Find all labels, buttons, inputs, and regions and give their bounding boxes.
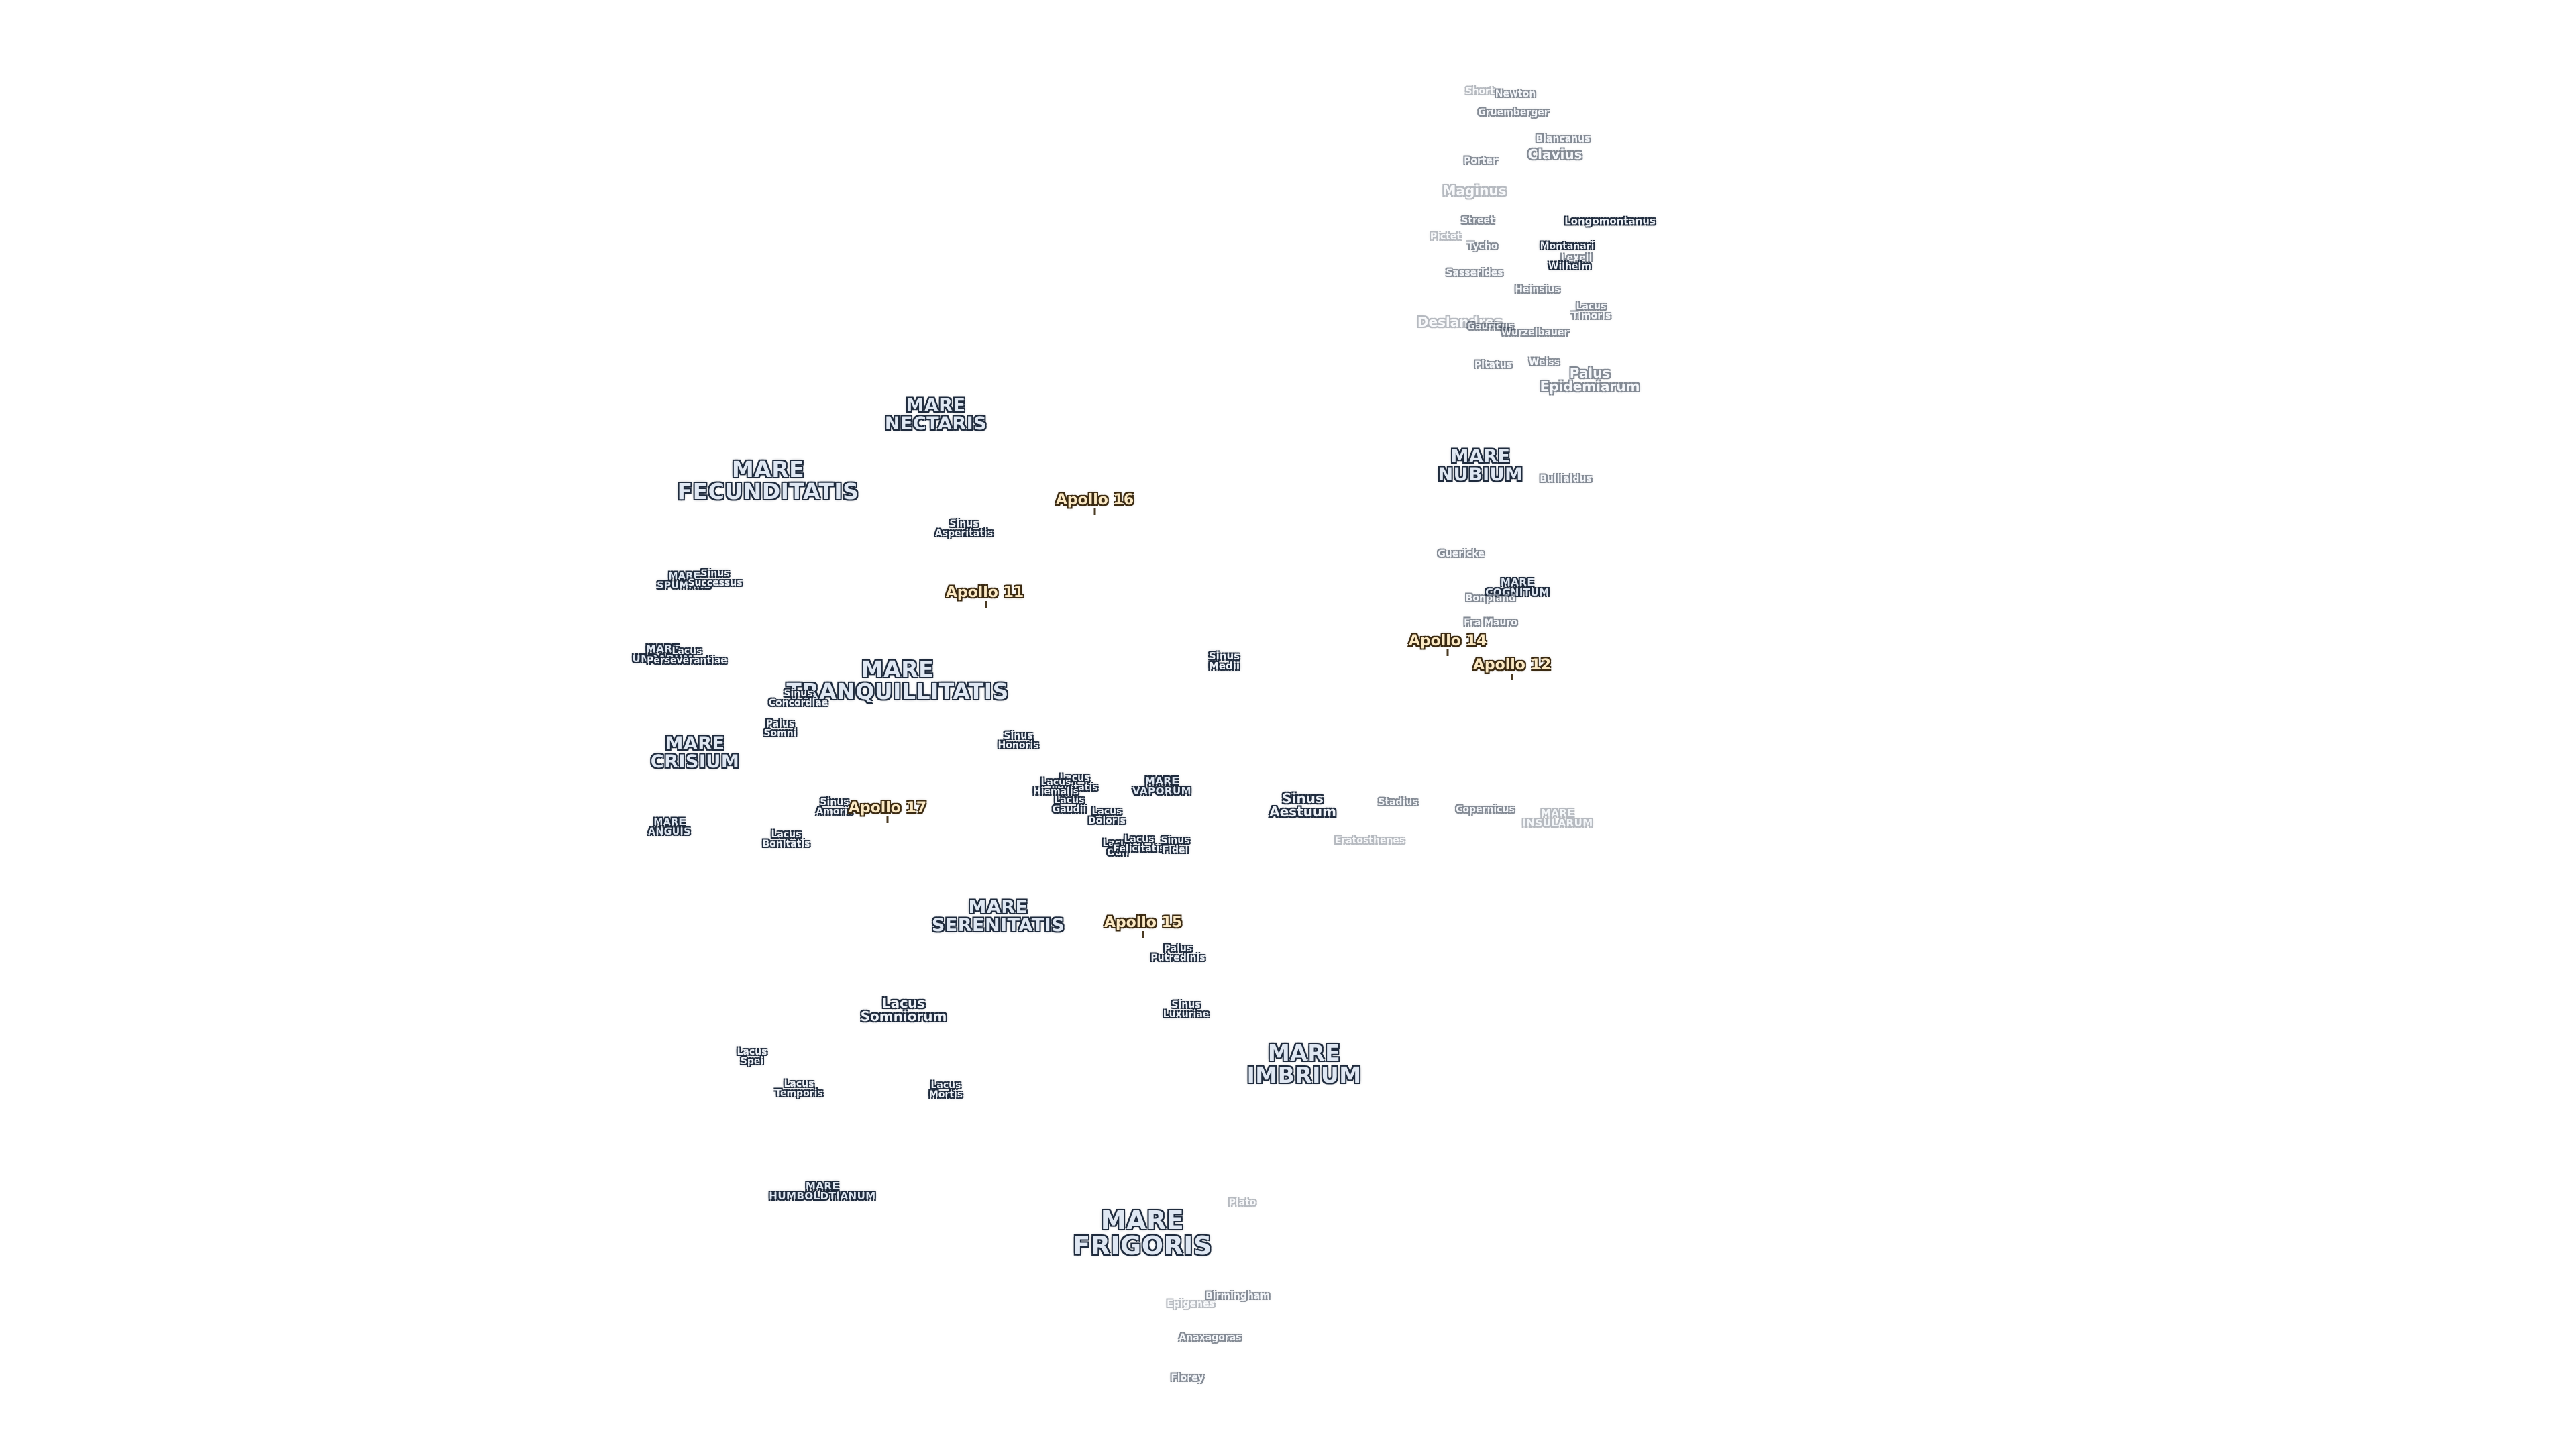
lacus-doloris-label: Lacus Doloris — [1088, 806, 1126, 826]
crater-epigenes-label: Epigenes — [1167, 1299, 1215, 1309]
crater-deslandres-label: Deslandres — [1417, 314, 1503, 330]
lacus-mortis-label: Lacus Mortis — [928, 1080, 963, 1100]
apollo-14-label[interactable]: Apollo 14 — [1408, 633, 1487, 649]
mare-anguis-label: MARE ANGUIS — [648, 817, 691, 837]
crater-guericke-label: Guericke — [1438, 549, 1485, 559]
crater-maginus-label: Maginus — [1442, 182, 1507, 199]
crater-short-label: Short — [1465, 86, 1495, 97]
crater-fra-mauro-label: Fra Mauro — [1464, 617, 1517, 628]
mare-imbrium-label: MARE IMBRIUM — [1246, 1040, 1362, 1088]
mare-crisium-label: MARE CRISIUM — [650, 733, 740, 772]
mare-serenitatis-label: MARE SERENITATIS — [931, 897, 1065, 936]
lacus-spei-label: Lacus Spei — [737, 1046, 767, 1067]
crater-gruemberger-label: Gruemberger — [1478, 107, 1549, 118]
crater-pitatus-label: Pitatus — [1474, 360, 1513, 370]
apollo-15-label[interactable]: Apollo 15 — [1104, 914, 1183, 931]
lacus-gaudii-label: Lacus Gaudii — [1052, 795, 1087, 815]
mare-nectaris-label: MARE NECTARIS — [884, 395, 987, 434]
lacus-odii-label: Lacus Odii — [1102, 838, 1133, 858]
crater-bullialdus-label: Bullialdus — [1540, 474, 1592, 484]
lacus-perseverantiae-label: Lacus Perseverantiae — [647, 646, 727, 666]
sinus-luxuriae-label: Sinus Luxuriae — [1163, 1000, 1210, 1020]
crater-clavius-label: Clavius — [1527, 146, 1582, 162]
apollo-14-marker — [1446, 649, 1449, 656]
crater-wilhelm-label: Wilhelm — [1548, 261, 1591, 272]
sinus-honoris-label: Sinus Honoris — [998, 731, 1039, 751]
apollo-17-label[interactable]: Apollo 17 — [848, 800, 927, 816]
crater-eratosthenes-label: Eratosthenes — [1334, 835, 1405, 846]
lacus-lenitatis-label: Lacus Lenitatis — [1051, 773, 1098, 793]
apollo-11-label[interactable]: Apollo 11 — [945, 584, 1024, 601]
mare-fecunditatis-label: MARE FECUNDITATIS — [677, 456, 859, 504]
sinus-medii-label: Sinus Medii — [1208, 650, 1240, 672]
crater-porter-label: Porter — [1464, 156, 1497, 166]
crater-pictet-label: Pictet — [1430, 231, 1462, 242]
mare-nubium-label: MARE NUBIUM — [1438, 446, 1523, 485]
crater-gauricus-label: Gauricus — [1467, 321, 1514, 332]
crater-florey-label: Florey — [1171, 1373, 1204, 1383]
palus-putredinis-label: Palus Putredinis — [1150, 943, 1205, 963]
mare-undarum-label: MARE UNDARUM — [632, 643, 694, 665]
crater-copernicus-label: Copernicus — [1456, 804, 1515, 815]
lacus-somniorum-label: Lacus Somniorum — [860, 995, 947, 1024]
crater-montanari-label: Montanari — [1540, 241, 1595, 252]
mare-vaporum-label: MARE VAPORUM — [1132, 775, 1192, 797]
apollo-12-label[interactable]: Apollo 12 — [1472, 657, 1552, 674]
crater-plato-label: Plato — [1228, 1197, 1256, 1208]
crater-blancanus-label: Blancanus — [1536, 133, 1591, 144]
lacus-bonitatis-label: Lacus Bonitatis — [762, 829, 810, 849]
crater-wurzelbauer-label: Wurzelbauer — [1501, 327, 1569, 338]
crater-weiss-label: Weiss — [1529, 357, 1560, 368]
lacus-temporis-label: Lacus Temporis — [775, 1079, 823, 1099]
crater-anaxagoras-label: Anaxagoras — [1179, 1332, 1242, 1343]
sinus-aestuum-label: Sinus Aestuum — [1269, 790, 1336, 820]
crater-street-label: Street — [1461, 215, 1495, 226]
crater-bonpland-label: Bonpland — [1465, 593, 1516, 604]
palus-somni-label: Palus Somni — [763, 718, 797, 739]
apollo-11-marker — [985, 601, 987, 608]
mare-cognitum-label: MARE COGNITUM — [1485, 576, 1550, 598]
crater-birmingham-label: Birmingham — [1205, 1291, 1270, 1301]
mare-frigoris-label: MARE FRIGORIS — [1073, 1205, 1212, 1260]
sinus-fidei-label: Sinus Fidei — [1161, 835, 1190, 855]
mare-spumans-label: MARE SPUMANS — [657, 571, 712, 591]
crater-tycho-label: Tycho — [1467, 241, 1498, 252]
apollo-15-marker — [1142, 931, 1144, 938]
crater-heinsius-label: Heinsius — [1515, 284, 1560, 295]
sinus-concordiae-label: Sinus Concordiae — [768, 688, 828, 708]
crater-stadius-label: Stadius — [1378, 797, 1418, 808]
crater-sasserides-label: Sasserides — [1446, 268, 1503, 278]
sinus-successus-label: Sinus Successus — [688, 568, 743, 588]
mare-tranquillitatis-label: MARE TRANQUILLITATIS — [786, 656, 1009, 704]
crater-lexell-label: Lexell — [1560, 253, 1593, 264]
crater-newton-label: Newton — [1495, 89, 1536, 99]
lacus-hiemalis-label: Lacus Hiemalis — [1033, 777, 1079, 797]
apollo-16-marker — [1093, 508, 1096, 515]
sinus-amoris-label: Sinus Amoris — [816, 797, 853, 817]
palus-epidemiarum-label: Palus Epidemiarum — [1540, 365, 1640, 394]
crater-longomontanus-label: Longomontanus — [1564, 215, 1656, 227]
apollo-16-label[interactable]: Apollo 16 — [1055, 492, 1134, 508]
lacus-felicitatis-label: Lacus Felicitatis — [1113, 834, 1165, 854]
lacus-timoris-label: Lacus Timoris — [1571, 301, 1611, 321]
mare-insularum-label: MARE INSULARUM — [1522, 807, 1593, 829]
apollo-12-marker — [1511, 674, 1513, 680]
mare-humboldtianum-label: MARE HUMBOLDTIANUM — [769, 1180, 876, 1202]
apollo-17-marker — [886, 816, 889, 823]
sinus-asperitatis-label: Sinus Asperitatis — [934, 519, 994, 539]
